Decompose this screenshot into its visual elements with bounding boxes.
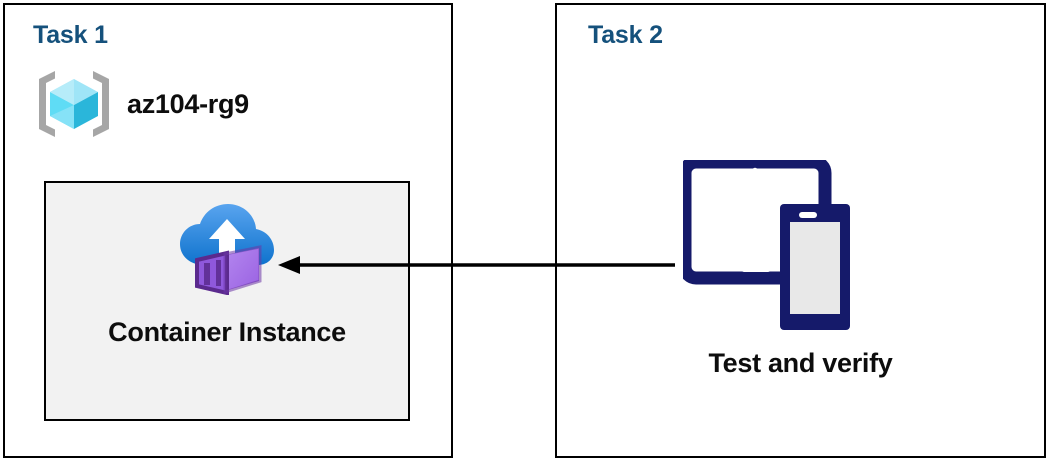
panel-task-1: Task 1 az104- [3,3,453,458]
resource-group-row: az104-rg9 [35,67,249,141]
devices-label: Test and verify [708,348,893,378]
panel-title-task-1: Task 1 [33,21,108,49]
panel-title-task-2: Task 2 [588,21,663,49]
container-instance-box: Container Instance [44,181,410,421]
azure-container-instance-icon [177,183,277,295]
resource-group-label: az104-rg9 [127,88,249,119]
azure-resource-group-icon [35,67,113,141]
container-instance-label: Container Instance [108,317,346,347]
